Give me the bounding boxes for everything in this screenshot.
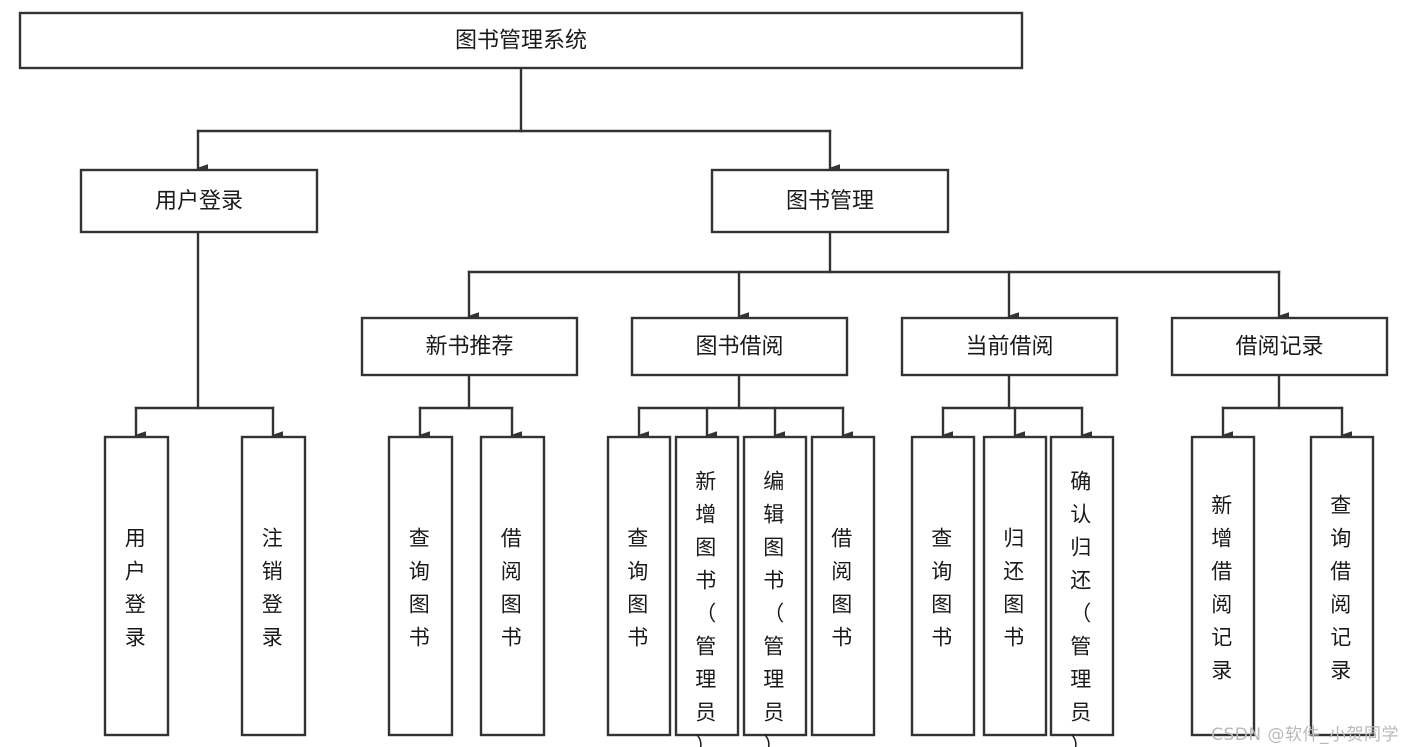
node-box-leaf-query-borrow-record[interactable] (1309, 435, 1375, 737)
node-book-management[interactable]: 图书管理 (710, 168, 950, 234)
node-box-leaf-query-book-borrow[interactable] (606, 435, 672, 737)
node-box-leaf-user-login[interactable] (103, 435, 170, 737)
node-leaf-query-book-recommend[interactable]: 查询图书 (387, 435, 454, 737)
node-box-leaf-query-book-recommend[interactable] (387, 435, 454, 737)
node-label-current-borrow: 当前借阅 (965, 335, 1053, 360)
node-box-leaf-borrow-book[interactable] (810, 435, 876, 737)
node-label-leaf-add-book-admin: 新增图书（管理员） (695, 470, 719, 747)
node-label-leaf-edit-book-admin: 编辑图书（管理员） (763, 470, 787, 747)
node-leaf-borrow-book-recommend[interactable]: 借阅图书 (479, 435, 546, 737)
edge-group-current-borrow (941, 373, 1092, 439)
node-box-current-borrow[interactable] (900, 316, 1119, 377)
node-box-leaf-add-book-admin[interactable] (674, 435, 740, 737)
node-book-borrow[interactable]: 图书借阅 (630, 316, 849, 377)
node-label-leaf-confirm-return-admin: 确认归还（管理员） (1070, 470, 1094, 747)
node-box-leaf-edit-book-admin[interactable] (742, 435, 808, 737)
node-label-leaf-query-book-current: 查询图书 (931, 527, 955, 650)
edge-group-user-login (134, 230, 283, 439)
node-label-book-management: 图书管理 (786, 189, 874, 214)
node-user-login[interactable]: 用户登录 (79, 168, 319, 234)
node-label-borrow-record: 借阅记录 (1235, 335, 1323, 360)
edge-group-borrow-record (1221, 373, 1352, 439)
node-box-new-book-recommend[interactable] (360, 316, 579, 377)
node-box-leaf-borrow-book-recommend[interactable] (479, 435, 546, 737)
node-box-user-login[interactable] (79, 168, 319, 234)
connector-edges (134, 66, 1352, 439)
node-box-leaf-return-book[interactable] (982, 435, 1048, 737)
node-leaf-edit-book-admin[interactable]: 编辑图书（管理员） (742, 435, 808, 747)
node-box-leaf-confirm-return-admin[interactable] (1049, 435, 1115, 737)
node-borrow-record[interactable]: 借阅记录 (1170, 316, 1389, 377)
node-leaf-user-login[interactable]: 用户登录 (103, 435, 170, 737)
node-leaf-add-book-admin[interactable]: 新增图书（管理员） (674, 435, 740, 747)
node-leaf-query-book-borrow[interactable]: 查询图书 (606, 435, 672, 737)
edge-group-root (196, 66, 840, 172)
node-box-borrow-record[interactable] (1170, 316, 1389, 377)
node-leaf-return-book[interactable]: 归还图书 (982, 435, 1048, 737)
node-label-new-book-recommend: 新书推荐 (425, 335, 513, 360)
node-boxes: 图书管理系统用户登录图书管理新书推荐图书借阅当前借阅借阅记录用户登录注销登录查询… (18, 11, 1389, 747)
node-leaf-borrow-book[interactable]: 借阅图书 (810, 435, 876, 737)
node-label-leaf-return-book: 归还图书 (1003, 527, 1027, 650)
node-new-book-recommend[interactable]: 新书推荐 (360, 316, 579, 377)
node-label-leaf-borrow-book-recommend: 借阅图书 (501, 527, 525, 650)
node-leaf-add-borrow-record[interactable]: 新增借阅记录 (1190, 435, 1256, 737)
node-label-leaf-query-borrow-record: 查询借阅记录 (1330, 494, 1354, 683)
edge-group-book-management (467, 230, 1289, 320)
node-label-root: 图书管理系统 (455, 29, 587, 54)
node-current-borrow[interactable]: 当前借阅 (900, 316, 1119, 377)
node-label-leaf-user-login: 用户登录 (125, 527, 149, 650)
node-box-leaf-logout[interactable] (240, 435, 307, 737)
edge-group-book-borrow (637, 373, 853, 439)
node-label-book-borrow: 图书借阅 (695, 335, 783, 360)
node-leaf-logout[interactable]: 注销登录 (240, 435, 307, 737)
node-box-leaf-query-book-current[interactable] (910, 435, 976, 737)
node-label-leaf-borrow-book: 借阅图书 (831, 527, 855, 650)
node-label-leaf-query-book-borrow: 查询图书 (627, 527, 651, 650)
node-label-leaf-logout: 注销登录 (262, 527, 286, 650)
node-root[interactable]: 图书管理系统 (18, 11, 1024, 70)
edge-group-new-book-recommend (418, 373, 522, 439)
node-box-leaf-add-borrow-record[interactable] (1190, 435, 1256, 737)
node-label-leaf-add-borrow-record: 新增借阅记录 (1211, 494, 1235, 683)
node-box-book-borrow[interactable] (630, 316, 849, 377)
node-box-root[interactable] (18, 11, 1024, 70)
node-label-leaf-query-book-recommend: 查询图书 (409, 527, 433, 650)
node-leaf-query-borrow-record[interactable]: 查询借阅记录 (1309, 435, 1375, 737)
node-leaf-confirm-return-admin[interactable]: 确认归还（管理员） (1049, 435, 1115, 747)
node-label-user-login: 用户登录 (155, 189, 243, 214)
node-leaf-query-book-current[interactable]: 查询图书 (910, 435, 976, 737)
node-box-book-management[interactable] (710, 168, 950, 234)
